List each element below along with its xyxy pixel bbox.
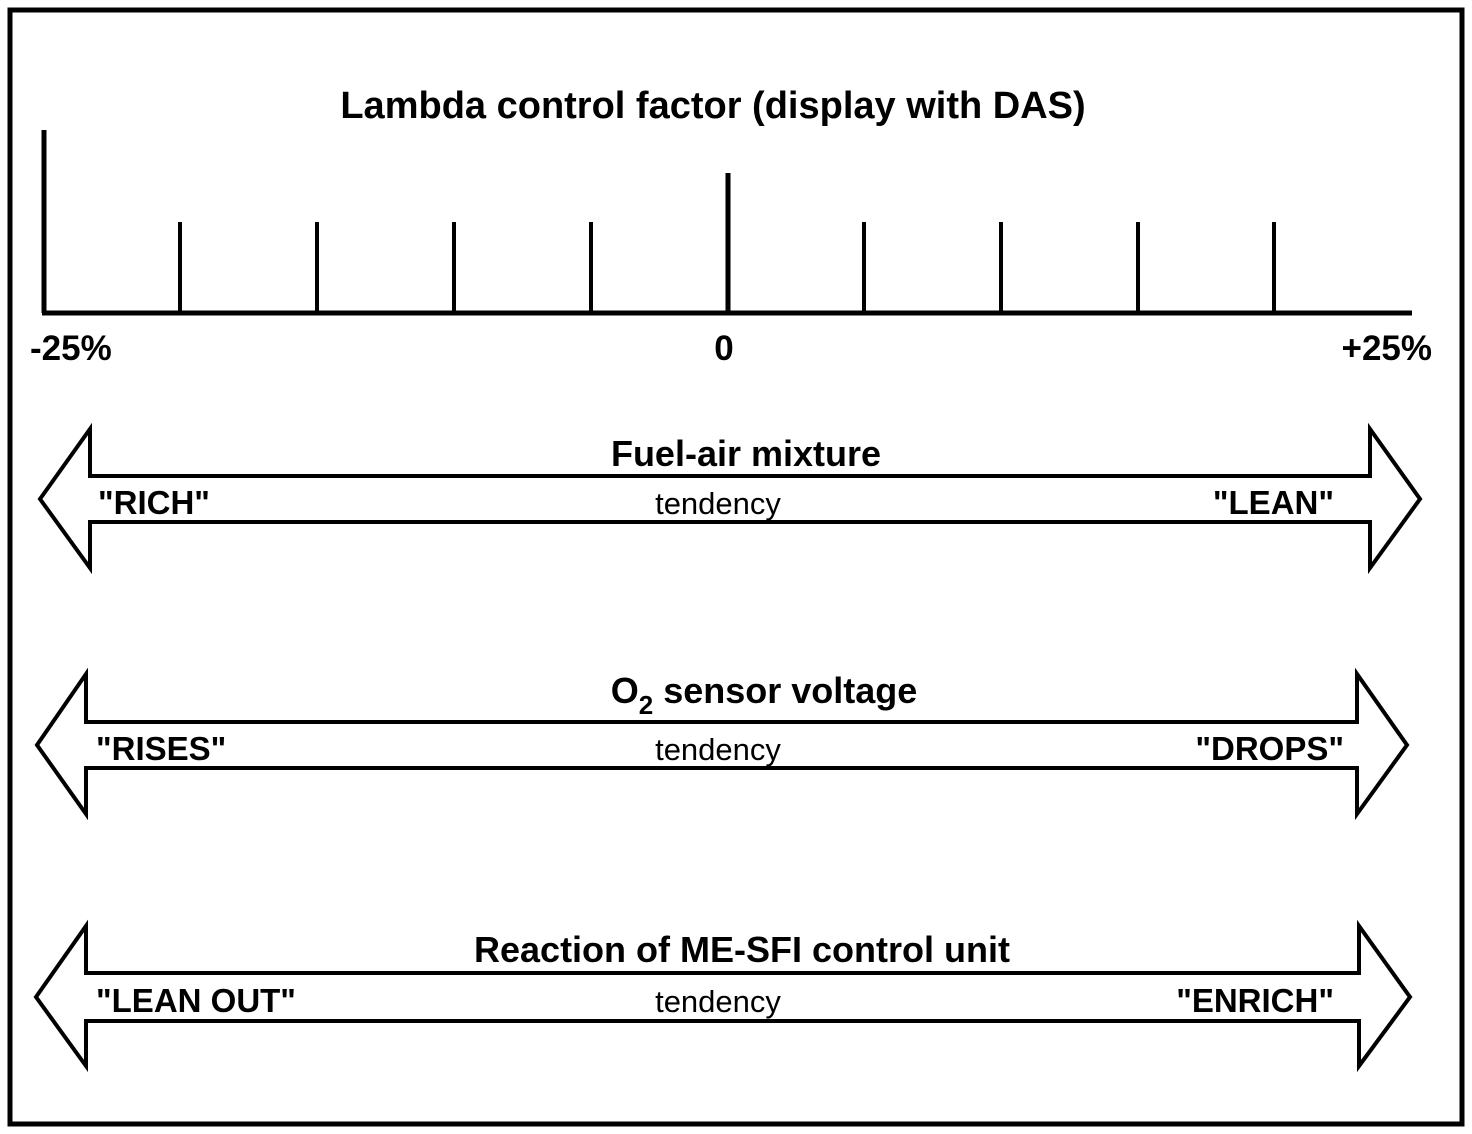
axis-label-min: -25% <box>30 329 112 368</box>
band-fuel-air-mixture: Fuel-air mixture "RICH" tendency "LEAN" <box>37 422 1423 575</box>
band-3-right-label: "ENRICH" <box>1176 982 1334 1019</box>
double-arrow-shape-band-3 <box>33 919 1413 1073</box>
band-2-title: O2 sensor voltage <box>611 670 918 720</box>
band-3-left-label: "LEAN OUT" <box>96 982 296 1019</box>
band-1-left-label: "RICH" <box>98 484 210 521</box>
figure-border <box>7 7 1465 1127</box>
band-1-center-label: tendency <box>655 486 781 521</box>
band-me-sfi-reaction: Reaction of ME-SFI control unit "LEAN OU… <box>33 919 1413 1073</box>
band-2-center-label: tendency <box>655 732 781 767</box>
band-2-left-label: "RISES" <box>96 730 226 767</box>
band-2-title-subscript: 2 <box>639 690 653 720</box>
axis-label-max: +25% <box>1342 329 1433 368</box>
band-1-title: Fuel-air mixture <box>611 433 881 474</box>
band-o2-sensor-voltage: O2 sensor voltage "RISES" tendency "DROP… <box>34 667 1410 821</box>
double-arrow-shape-band-2 <box>34 667 1410 821</box>
double-arrow-shape-band-1 <box>37 422 1423 575</box>
band-2-title-prefix: O <box>611 670 639 711</box>
band-3-title: Reaction of ME-SFI control unit <box>474 929 1010 970</box>
band-1-right-label: "LEAN" <box>1213 484 1334 521</box>
band-2-title-suffix: sensor voltage <box>653 670 917 711</box>
band-2-right-label: "DROPS" <box>1195 730 1344 767</box>
page-title: Lambda control factor (display with DAS) <box>340 85 1085 127</box>
axis-label-zero: 0 <box>714 329 733 368</box>
band-3-center-label: tendency <box>655 984 781 1019</box>
